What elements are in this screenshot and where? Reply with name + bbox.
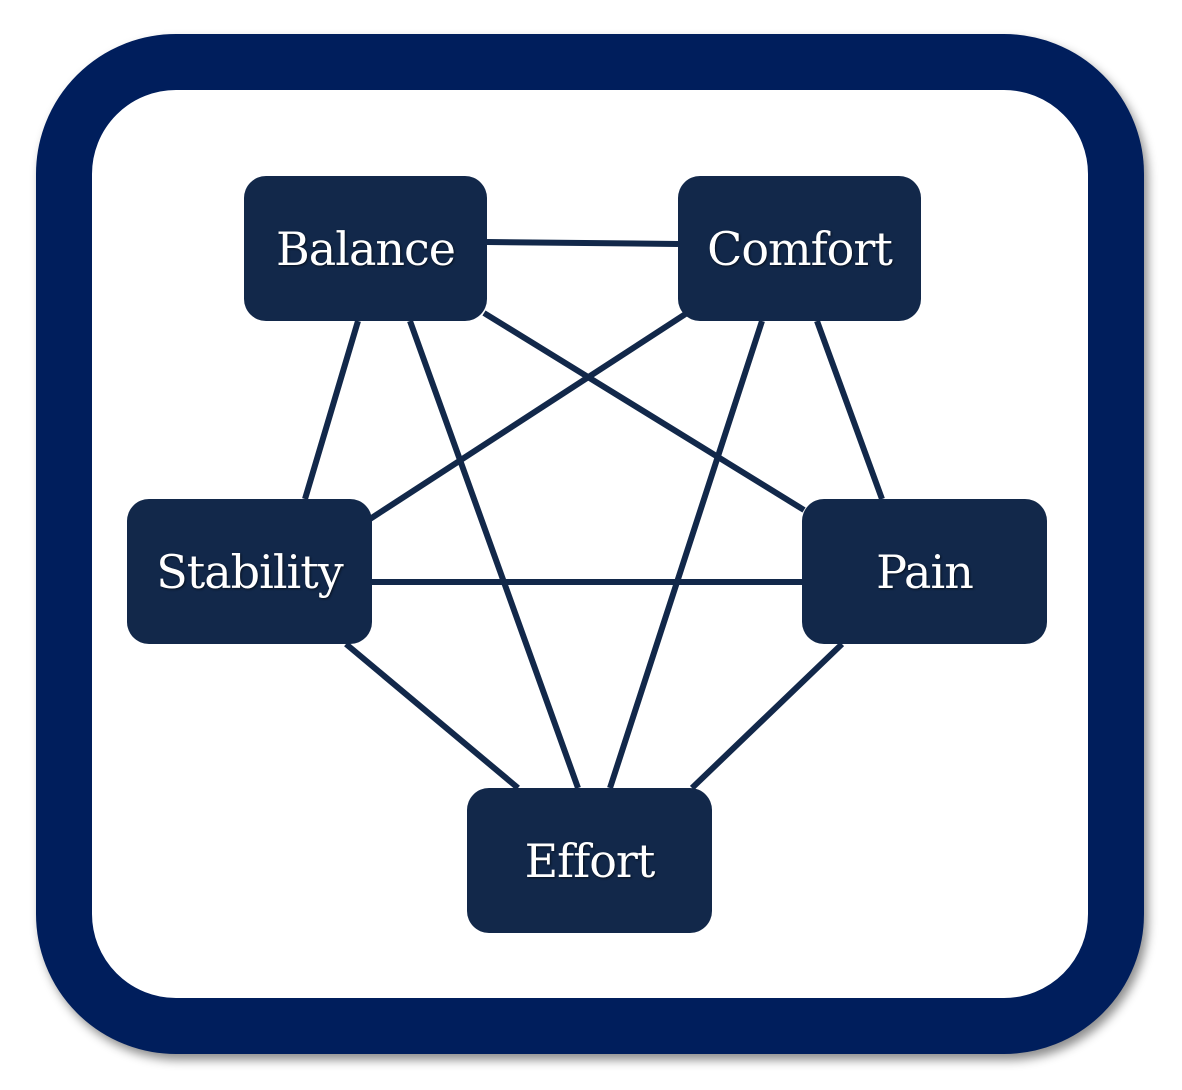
- node-stability: Stability: [127, 499, 372, 644]
- node-pain-label: Pain: [876, 544, 974, 599]
- node-balance: Balance: [244, 176, 487, 321]
- edge-pain-effort: [689, 641, 845, 791]
- edge-balance-comfort: [486, 239, 679, 247]
- node-effort: Effort: [467, 788, 712, 933]
- edge-stability-effort: [344, 641, 520, 791]
- edge-comfort-pain: [814, 319, 885, 501]
- edge-balance-pain: [482, 310, 806, 513]
- node-effort-label: Effort: [524, 833, 656, 888]
- node-comfort-label: Comfort: [707, 221, 893, 276]
- node-comfort: Comfort: [678, 176, 921, 321]
- node-stability-label: Stability: [156, 544, 343, 599]
- edge-balance-stability: [302, 320, 361, 500]
- edge-comfort-stability: [368, 310, 689, 522]
- node-pain: Pain: [802, 499, 1047, 644]
- node-balance-label: Balance: [276, 221, 456, 276]
- edge-balance-effort: [407, 319, 581, 790]
- edge-comfort-effort: [607, 320, 765, 789]
